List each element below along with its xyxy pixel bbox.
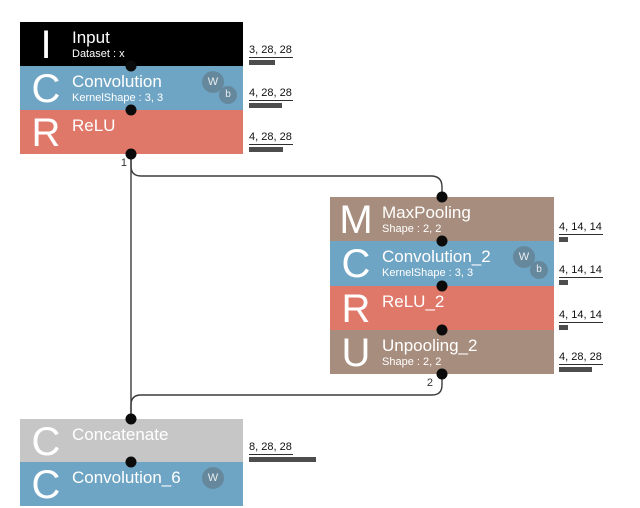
size-bar	[249, 457, 316, 462]
output-size-text: 8, 28, 28	[249, 441, 293, 455]
edge-layer	[130, 154, 443, 419]
edge-relu-to-maxpooling[interactable]	[130, 154, 443, 197]
output-size-label: 4, 28, 28	[559, 351, 603, 372]
node-letter: C	[341, 242, 371, 286]
edge-port-label-1: 1	[120, 157, 127, 169]
node-title: Input	[72, 28, 110, 47]
size-bar	[249, 147, 283, 152]
node-param: Shape : 2, 2	[382, 223, 442, 235]
node-convolution-2[interactable]: C Convolution_2 KernelShape : 3, 3 W b	[330, 241, 554, 286]
node-text: MaxPooling Shape : 2, 2	[382, 197, 471, 241]
node-text: Unpooling_2 Shape : 2, 2	[382, 330, 477, 374]
weight-badge[interactable]: W	[513, 246, 535, 268]
node-convolution-6[interactable]: C Convolution_6 W	[20, 462, 243, 507]
size-bar	[559, 325, 568, 330]
node-title: ReLU_2	[382, 292, 445, 311]
output-size-text: 4, 14, 14	[559, 264, 603, 278]
node-title: ReLU	[72, 116, 116, 135]
node-param: KernelShape : 3, 3	[72, 92, 164, 104]
output-size-label: 3, 28, 28	[249, 44, 293, 65]
output-size-label: 4, 14, 14	[559, 309, 603, 330]
edge-port-label-2: 2	[426, 377, 433, 389]
node-text: ReLU	[72, 110, 115, 154]
node-convolution[interactable]: C Convolution KernelShape : 3, 3 W b	[20, 66, 243, 111]
size-bar	[559, 280, 568, 285]
node-title: Convolution_2	[382, 247, 491, 266]
node-text: Convolution_6	[72, 462, 181, 506]
output-size-text: 4, 14, 14	[559, 221, 603, 235]
node-title: MaxPooling	[382, 203, 471, 222]
weight-badge[interactable]: W	[202, 71, 224, 93]
node-text: Input Dataset : x	[72, 22, 125, 66]
size-bar	[249, 103, 282, 108]
node-title: Convolution_6	[72, 468, 181, 487]
node-letter: R	[31, 111, 61, 155]
weight-badge[interactable]: W	[202, 467, 224, 489]
node-relu-2[interactable]: R ReLU_2	[330, 286, 554, 331]
node-concatenate[interactable]: C Concatenate	[20, 419, 243, 464]
connector-dot[interactable]	[125, 456, 137, 468]
connector-dot[interactable]	[436, 368, 448, 380]
node-letter: M	[339, 198, 373, 242]
connector-dot[interactable]	[125, 148, 137, 160]
node-letter: I	[40, 23, 52, 67]
node-letter: U	[341, 331, 371, 375]
connector-dot[interactable]	[436, 235, 448, 247]
output-size-label: 8, 28, 28	[249, 441, 316, 462]
output-size-label: 4, 28, 28	[249, 131, 293, 152]
connector-dot[interactable]	[125, 413, 137, 425]
size-bar	[249, 60, 275, 65]
connector-dot[interactable]	[125, 104, 137, 116]
node-text: Convolution KernelShape : 3, 3	[72, 66, 163, 110]
node-maxpooling[interactable]: M MaxPooling Shape : 2, 2	[330, 197, 554, 242]
node-letter: C	[31, 67, 61, 111]
node-letter: R	[341, 287, 371, 331]
node-param: Shape : 2, 2	[382, 356, 442, 368]
connector-dot[interactable]	[436, 191, 448, 203]
output-size-label: 4, 14, 14	[559, 264, 603, 285]
node-relu[interactable]: R ReLU	[20, 110, 243, 155]
output-size-text: 4, 28, 28	[249, 131, 293, 145]
output-size-label: 4, 14, 14	[559, 221, 603, 242]
node-letter: C	[31, 420, 61, 464]
node-title: Convolution	[72, 72, 162, 91]
connector-dot[interactable]	[436, 280, 448, 292]
node-param: KernelShape : 3, 3	[382, 267, 474, 279]
edge-unpooling2-to-concatenate[interactable]	[130, 374, 443, 419]
output-size-text: 3, 28, 28	[249, 44, 293, 58]
node-param: Dataset : x	[72, 48, 125, 60]
node-text: Convolution_2 KernelShape : 3, 3	[382, 241, 491, 286]
node-letter: C	[31, 463, 61, 507]
size-bar	[559, 367, 592, 372]
connector-dot[interactable]	[125, 60, 137, 72]
node-unpooling-2[interactable]: U Unpooling_2 Shape : 2, 2	[330, 330, 554, 375]
bias-badge[interactable]: b	[530, 261, 548, 279]
connector-dot[interactable]	[436, 324, 448, 336]
bias-badge[interactable]: b	[219, 86, 237, 104]
node-text: ReLU_2	[382, 286, 444, 330]
node-title: Unpooling_2	[382, 336, 478, 355]
node-text: Concatenate	[72, 419, 168, 462]
node-title: Concatenate	[72, 425, 169, 444]
output-size-text: 4, 28, 28	[249, 87, 293, 101]
output-size-label: 4, 28, 28	[249, 87, 293, 108]
output-size-text: 4, 14, 14	[559, 309, 603, 323]
node-input[interactable]: I Input Dataset : x	[20, 22, 243, 67]
diagram-canvas: I Input Dataset : x C Convolution Kernel…	[20, 22, 603, 507]
output-size-text: 4, 28, 28	[559, 351, 603, 365]
size-bar	[559, 237, 568, 242]
